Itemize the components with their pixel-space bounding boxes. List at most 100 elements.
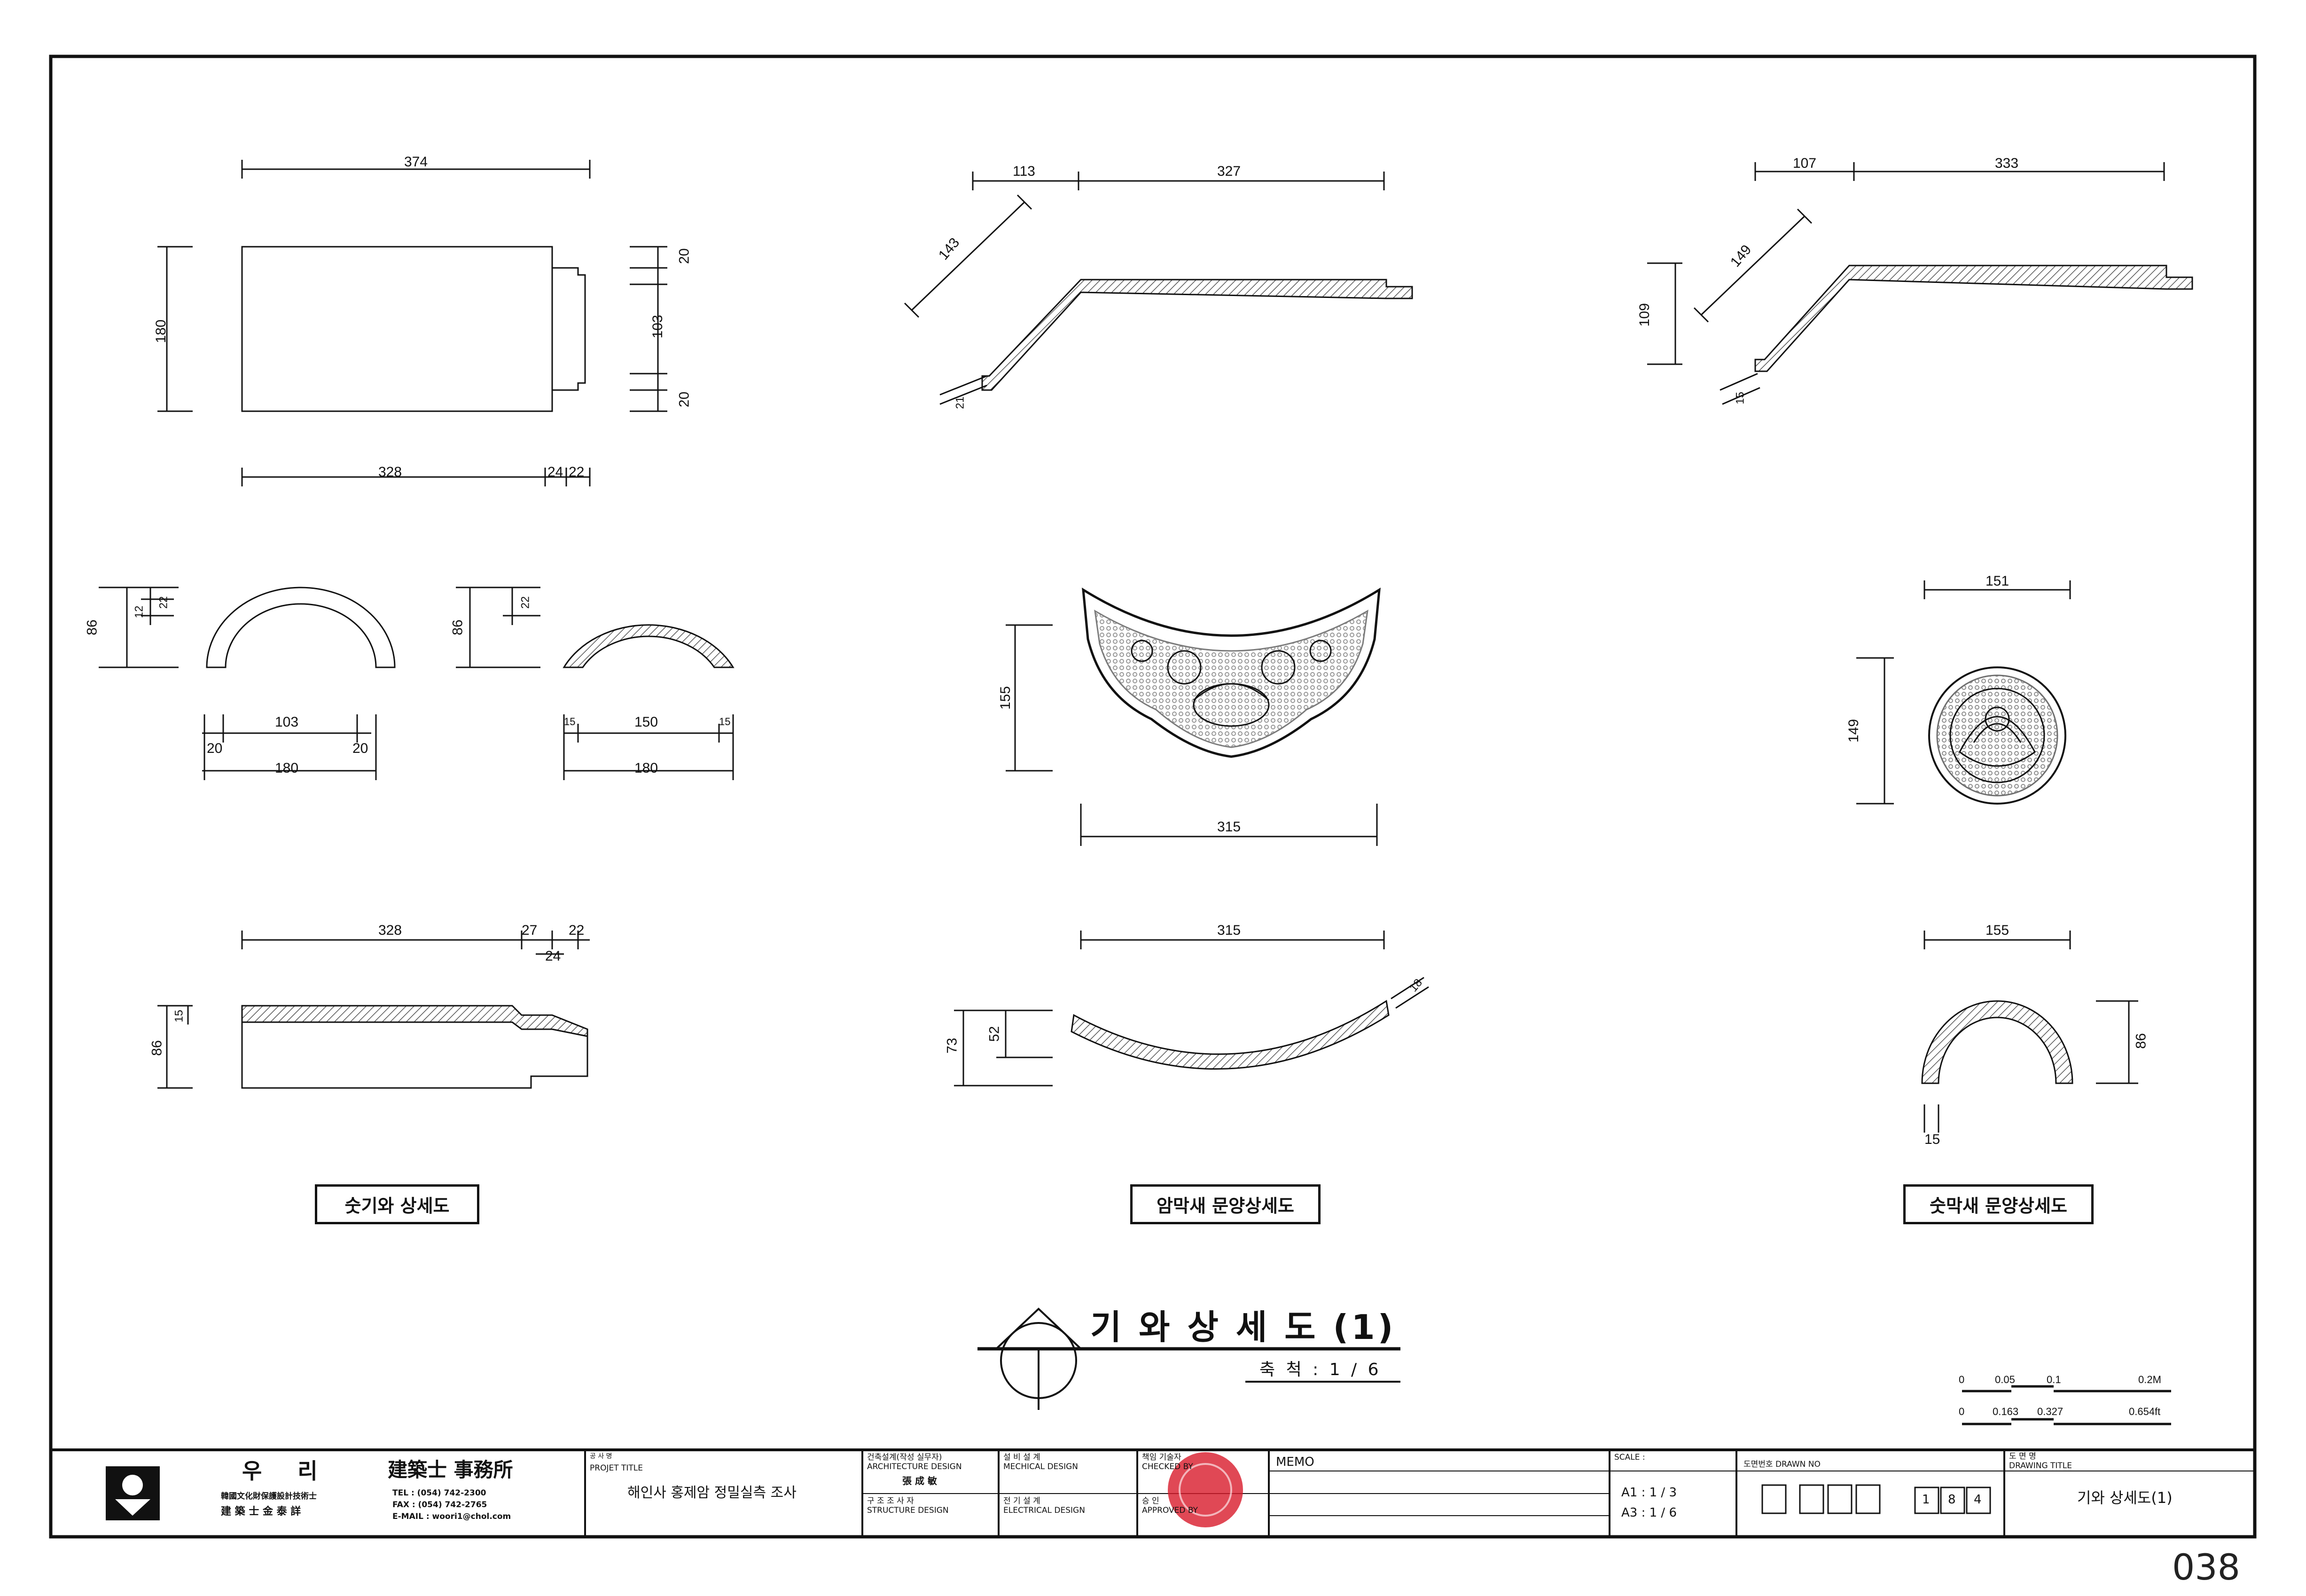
dim-label: 374	[404, 154, 428, 170]
ammaksae-title: 암막새 문양상세도	[1130, 1184, 1321, 1224]
mech-label-en: MECHICAL DESIGN	[1003, 1462, 1078, 1471]
office-sub: 韓國文化財保護設計技術士	[221, 1492, 317, 1501]
project-title: 해인사 홍제암 정밀실측 조사	[627, 1485, 797, 1501]
sutgiwa-profile-view	[157, 931, 590, 1089]
dim-label: 20	[352, 741, 368, 756]
dim-label: 86	[2133, 1033, 2149, 1049]
dim-label: 12	[133, 605, 146, 618]
scale-tick: 0.163	[1993, 1406, 2019, 1417]
drawing-main-title: 기 와 상 세 도 (1)	[1090, 1307, 1396, 1347]
scale-tick: 0	[1959, 1406, 1965, 1417]
drawing-title-label-ko: 도 면 명	[2009, 1452, 2036, 1461]
drawing-no-digit: 1	[1922, 1493, 1930, 1507]
sutmaksae-front-view	[1856, 580, 2071, 805]
scale-tick: 0.05	[1995, 1374, 2015, 1385]
check-label-en: CHECKED BY	[1142, 1462, 1193, 1471]
approve-label-ko: 승 인	[1142, 1496, 1159, 1506]
dim-label: 328	[378, 923, 402, 938]
memo-label: MEMO	[1276, 1455, 1314, 1469]
dim-label: 24	[545, 948, 561, 964]
dim-label: 20	[207, 741, 223, 756]
dim-label: 109	[1637, 303, 1653, 327]
scale-bar-meter	[1962, 1385, 2171, 1393]
mech-label-ko: 설 비 설 계	[1003, 1453, 1040, 1462]
drawing-title-mark	[977, 1307, 1400, 1410]
dim-label: 15	[719, 716, 731, 728]
dim-label: 155	[998, 686, 1014, 710]
dim-label: 327	[1217, 164, 1241, 179]
scale-head: SCALE :	[1614, 1453, 1645, 1462]
arch-label-ko: 건축설계(작성 실무자)	[867, 1453, 942, 1462]
check-label-ko: 책임 기술자	[1142, 1453, 1181, 1462]
office-name-2: 建築士 事務所	[388, 1458, 513, 1481]
drawing-title-label-en: DRAWING TITLE	[2009, 1461, 2072, 1471]
sutgiwa-end-view-a	[99, 587, 396, 780]
dim-label: 21	[954, 396, 967, 409]
scale-a1: A1 : 1 / 3	[1621, 1486, 1677, 1500]
project-label-ko: 공 사 명	[590, 1453, 612, 1460]
dim-label: 24	[547, 464, 563, 480]
dim-label: 103	[275, 714, 299, 730]
office-person: 建 築 士 金 泰 詳	[221, 1506, 301, 1518]
scale-tick: 0	[1959, 1374, 1965, 1385]
dim-label: 107	[1793, 156, 1817, 171]
dim-label: 315	[1217, 923, 1241, 938]
dim-label: 15	[1734, 391, 1747, 405]
dim-label: 180	[275, 760, 299, 776]
dim-label: 328	[378, 464, 402, 480]
elec-label-en: ELECTRICAL DESIGN	[1003, 1506, 1085, 1515]
struct-label-en: STRUCTURE DESIGN	[867, 1506, 949, 1515]
project-label-en: PROJET TITLE	[590, 1463, 643, 1473]
dim-label: 149	[1846, 719, 1862, 743]
dim-label: 20	[676, 391, 692, 407]
sutmaksae-title: 숫막새 문양상세도	[1903, 1184, 2094, 1224]
sutgiwa-end-view-b	[456, 587, 735, 780]
dim-label: 155	[1986, 923, 2009, 938]
page-number: 038	[2172, 1546, 2240, 1588]
dim-label: 86	[450, 619, 466, 635]
dim-label: 22	[569, 923, 585, 938]
office-logo	[106, 1466, 160, 1520]
sutgiwa-top-view	[157, 160, 667, 486]
arch-name: 張 成 敏	[902, 1475, 937, 1486]
office-fax: FAX : (054) 742-2765	[392, 1500, 487, 1510]
dim-label: 180	[634, 760, 658, 776]
dim-label: 150	[634, 714, 658, 730]
office-email: E-MAIL : woori1@chol.com	[392, 1512, 511, 1521]
dim-label: 27	[522, 923, 538, 938]
sheet-border	[49, 55, 2257, 1539]
dim-label: 22	[519, 596, 532, 609]
dim-label: 52	[986, 1026, 1002, 1042]
ammaksae-profile-view	[904, 172, 1413, 405]
drawing-no-digit: 4	[1974, 1493, 1982, 1507]
drawing-no-label: 도면번호 DRAWN NO	[1743, 1460, 1821, 1469]
dim-label: 86	[149, 1040, 165, 1056]
struct-label-ko: 구 조 조 사 자	[867, 1496, 914, 1506]
dim-label: 180	[153, 319, 169, 344]
drawing-title: 기와 상세도(1)	[2077, 1489, 2173, 1507]
drawing-number-boxes	[1761, 1484, 1991, 1514]
dim-label: 333	[1995, 156, 2019, 171]
scale-tick: 0.654ft	[2129, 1406, 2161, 1417]
dim-label: 151	[1986, 573, 2009, 589]
dim-label: 315	[1217, 819, 1241, 835]
ammaksae-front-view	[1006, 587, 1381, 846]
sutmaksae-profile-view	[1647, 162, 2193, 405]
approve-label-en: APPROVED BY	[1142, 1506, 1198, 1515]
arch-label-en: ARCHITECTURE DESIGN	[867, 1462, 962, 1471]
dim-label: 20	[676, 248, 692, 264]
sutmaksae-end-view	[1921, 931, 2138, 1133]
dim-label: 15	[564, 716, 576, 728]
sutgiwa-title: 숫기와 상세도	[315, 1184, 479, 1224]
dim-label: 15	[172, 1009, 186, 1023]
ammaksae-curve-view	[954, 931, 1429, 1087]
scale-bar-feet	[1962, 1418, 2171, 1425]
office-name-1: 우 리	[242, 1458, 332, 1484]
office-tel: TEL : (054) 742-2300	[392, 1488, 486, 1498]
dim-label: 73	[944, 1038, 960, 1054]
dim-label: 103	[650, 314, 666, 339]
dim-label: 15	[1924, 1132, 1940, 1147]
drawing-no-digit: 8	[1948, 1493, 1956, 1507]
dim-label: 22	[157, 596, 170, 609]
